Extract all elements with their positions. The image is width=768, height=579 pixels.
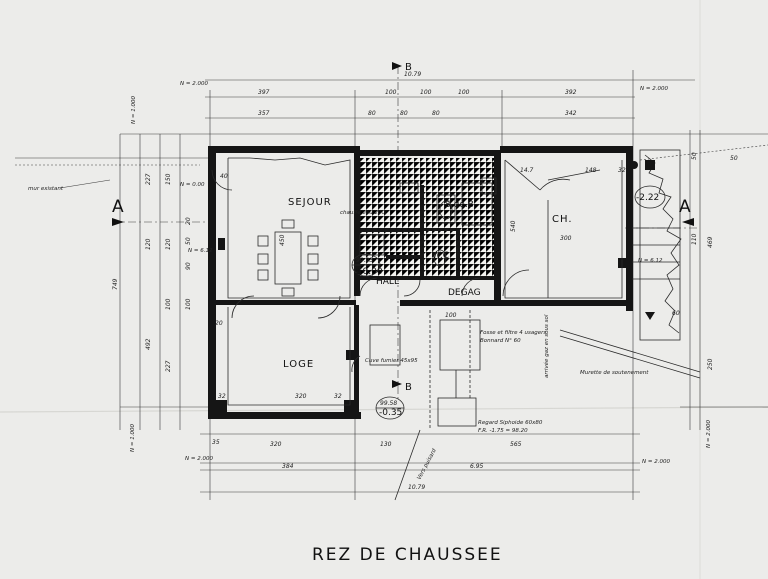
dim-top-3: 100 [420,89,432,96]
walls [208,146,633,419]
dim-inner-4: 540 [510,220,517,232]
dim-right-3: 110 [691,233,698,245]
room-label-salle-de-bain: S.de.B [445,200,474,210]
drawing-title: REZ DE CHAUSSEE [312,545,503,565]
dim-left-5: 100 [165,298,172,310]
ngf-7: N = 1.000 [130,424,136,452]
dim-top2-2: 80 [368,110,376,117]
door-swings [211,169,571,373]
dim-inner-10: 450 [279,234,286,246]
dim-left-total: 749 [112,278,119,290]
level-ground: ±0.00 [355,267,383,277]
dim-right-1: 50 [691,152,698,160]
ngf-3: N = 0.00 [180,182,205,188]
note-bonnard: Bonnard N° 60 [480,338,521,344]
dim-left-2: 120 [145,238,152,250]
ngf-10: N = 2.000 [706,420,712,448]
dim-bottom-2: 130 [380,441,392,448]
dim-right-total: 469 [707,236,714,248]
dim-inner-11: 20 [215,320,223,327]
ngf-9: N = 2.000 [642,459,670,465]
dimension-lines [15,66,768,500]
level-markers [351,185,666,420]
ngf-1: N = 1.000 [131,96,137,124]
paper-fold [0,406,768,413]
dim-inner-12: 60 [672,310,680,317]
dim-inner-5: 300 [560,235,572,242]
dim-top-5: 392 [565,89,577,96]
ngf-6: N = 2.000 [640,86,668,92]
dim-inner-14: 35 [212,439,220,446]
note-murette: Murette de soutenement [580,370,649,376]
note-chauffe: chauffe eau 200l [340,210,387,216]
dim-inner-1: 40 [220,173,228,180]
ngf-2: N = 2.000 [180,81,208,87]
dim-bottom2-2: 6.95 [470,463,484,470]
dim-inner-9: 14.7 [520,167,534,174]
interior-lines [227,149,701,501]
dim-bottom-3: 565 [510,441,522,448]
level-lower-dim: 99.58 [380,400,397,407]
dim-left-4: 120 [165,238,172,250]
level-ground-dim: 99.93 [356,257,373,264]
note-arrivee: arrivée gaz en sous sol [543,314,550,378]
note-fr: F.R. -1.75 = 98.20 [478,428,528,434]
dim-right-4: 250 [707,358,714,370]
dim-top2-4: 80 [432,110,440,117]
dim-left-inner-4: 100 [185,298,192,310]
room-label-sejour: SEJOUR [288,197,332,208]
dining-table [257,219,319,297]
section-markers [112,62,694,388]
dim-top2-1: 357 [258,110,270,117]
dim-top2-5: 342 [565,110,577,117]
dim-left-inner-2: 50 [185,237,192,245]
dim-inner-8: 148 [585,167,597,174]
dim-inner-3: 32 [334,393,342,400]
dim-right-2: 50 [730,155,738,162]
dim-left-6: 492 [145,338,152,350]
section-mark-a-left: A [112,197,126,217]
dim-left-3: 150 [165,173,172,185]
dim-inner-2: 32 [218,393,226,400]
dim-left-1: 227 [145,173,152,185]
level-lower: -0.35 [379,408,402,418]
section-mark-a-right: A [679,197,693,217]
section-mark-b-top: B [405,62,413,73]
dim-inner-7: 32 [618,167,626,174]
ngf-5: N = 6.12 [638,258,663,264]
dim-bottom-total: 10.79 [408,484,425,491]
ngf-4: N = 6.12 [188,248,213,254]
dim-left-inner-1: 20 [185,217,192,225]
note-mur-existant: mur existant [28,186,64,192]
dim-top2-3: 80 [400,110,408,117]
dim-bottom2-1: 384 [282,463,294,470]
tiled-floor [355,158,500,278]
note-fosse: Fosse et filtre 4 usagers [480,330,546,336]
dim-bottom-1: 320 [270,441,282,448]
note-cuve: Cuve fumier 45x95 [365,358,418,364]
dim-top-4: 100 [458,89,470,96]
note-regard: Regard Siphoide 60x80 [478,420,543,426]
level-outside: -2.22 [636,193,659,203]
dim-top-total: 10.79 [404,71,421,78]
dim-inner-13: 100 [445,312,457,319]
dim-top-1: 397 [258,89,270,96]
room-label-wc: W.C [432,251,449,261]
dim-top-2: 100 [385,89,397,96]
room-label-loge: LOGE [283,359,314,370]
dim-left-7: 227 [165,360,172,372]
dim-left-inner-3: 90 [185,262,192,270]
room-label-chambre: CH. [552,214,573,225]
room-label-degagement: DEGAG [448,288,481,298]
dim-inner-6: 320 [295,393,307,400]
section-mark-b-bottom: B [405,382,413,393]
room-label-hall: HALL [376,277,399,287]
ngf-8: N = 2.000 [185,456,213,462]
